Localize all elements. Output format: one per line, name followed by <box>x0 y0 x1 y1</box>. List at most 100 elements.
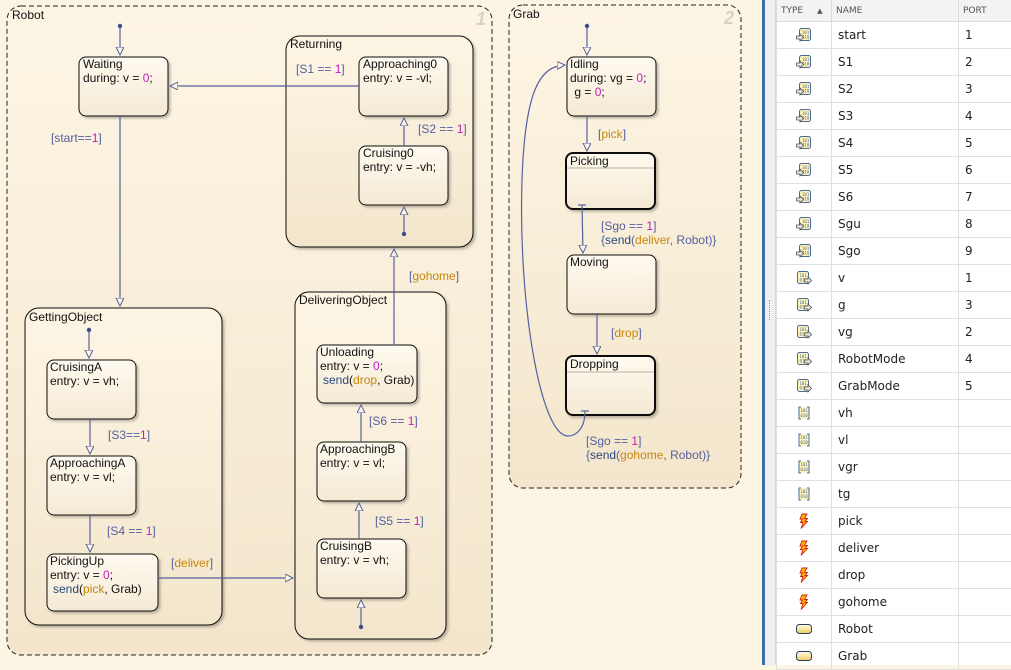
symbol-row[interactable]: gohome <box>777 589 1011 616</box>
symbol-name-cell[interactable]: S1 <box>832 49 959 76</box>
symbol-port-cell[interactable] <box>959 643 1011 670</box>
symbol-row[interactable]: Grab <box>777 643 1011 670</box>
symbol-port-cell[interactable] <box>959 481 1011 508</box>
state-approachingB[interactable]: ApproachingB entry: v = vl; <box>317 442 406 501</box>
symbol-name-cell[interactable]: vg <box>832 319 959 346</box>
symbol-port-cell[interactable]: 4 <box>959 103 1011 130</box>
column-header-port[interactable]: PORT <box>959 0 1011 22</box>
symbol-row[interactable]: drop <box>777 562 1011 589</box>
symbol-port-cell[interactable] <box>959 454 1011 481</box>
state-unloading[interactable]: Unloading entry: v = 0; send(drop, Grab) <box>317 345 417 403</box>
symbol-row[interactable]: deliver <box>777 535 1011 562</box>
symbol-port-cell[interactable] <box>959 589 1011 616</box>
symbol-port-cell[interactable]: 3 <box>959 292 1011 319</box>
symbol-name-cell[interactable]: Robot <box>832 616 959 643</box>
symbol-name-cell[interactable]: pick <box>832 508 959 535</box>
symbol-name-cell[interactable]: start <box>832 22 959 49</box>
symbol-port-cell[interactable] <box>959 427 1011 454</box>
symbol-row[interactable]: pick <box>777 508 1011 535</box>
symbol-port-cell[interactable]: 1 <box>959 22 1011 49</box>
symbol-port-cell[interactable] <box>959 616 1011 643</box>
symbol-name-cell[interactable]: deliver <box>832 535 959 562</box>
state-waiting[interactable]: Waiting during: v = 0; <box>79 57 168 116</box>
symbol-port-cell[interactable]: 7 <box>959 184 1011 211</box>
stateflow-canvas[interactable]: Robot 1 Grab 2 Returning GettingObject D… <box>0 0 762 665</box>
symbol-name-cell[interactable]: S5 <box>832 157 959 184</box>
state-approachingA[interactable]: ApproachingA entry: v = vl; <box>47 456 136 515</box>
column-header-type[interactable]: TYPE▲ <box>777 0 832 22</box>
state-idling[interactable]: Idling during: vg = 0; g = 0; <box>567 57 656 116</box>
symbol-name-cell[interactable]: Grab <box>832 643 959 670</box>
state-picking[interactable]: Picking <box>566 153 655 209</box>
symbol-port-cell[interactable]: 4 <box>959 346 1011 373</box>
state-icon <box>795 649 813 663</box>
symbol-port-cell[interactable] <box>959 508 1011 535</box>
symbol-port-cell[interactable] <box>959 562 1011 589</box>
symbol-name-cell[interactable]: Sgo <box>832 238 959 265</box>
symbol-name-cell[interactable]: S2 <box>832 76 959 103</box>
symbol-name-cell[interactable]: Sgu <box>832 211 959 238</box>
symbol-port-cell[interactable]: 2 <box>959 319 1011 346</box>
default-dot-waiting <box>118 24 122 28</box>
symbol-port-cell[interactable] <box>959 535 1011 562</box>
symbol-port-cell[interactable]: 9 <box>959 238 1011 265</box>
symbol-port-cell[interactable] <box>959 400 1011 427</box>
symbol-port-cell[interactable]: 8 <box>959 211 1011 238</box>
panel-splitter-handle[interactable] <box>765 0 775 665</box>
symbol-name-cell[interactable]: GrabMode <box>832 373 959 400</box>
symbol-row[interactable]: Robot <box>777 616 1011 643</box>
symbol-port-cell[interactable]: 2 <box>959 49 1011 76</box>
state-cruising0[interactable]: Cruising0 entry: v = -vh; <box>359 146 448 205</box>
symbol-port-cell[interactable]: 5 <box>959 130 1011 157</box>
symbol-port-cell[interactable]: 5 <box>959 373 1011 400</box>
symbol-name-cell[interactable]: vgr <box>832 454 959 481</box>
symbol-name-cell[interactable]: tg <box>832 481 959 508</box>
symbol-port-cell[interactable]: 3 <box>959 76 1011 103</box>
symbol-name-cell[interactable]: vl <box>832 427 959 454</box>
symbol-port-cell[interactable]: 6 <box>959 157 1011 184</box>
state-pickingUp[interactable]: PickingUp entry: v = 0; send(pick, Grab) <box>47 554 158 611</box>
symbol-name-cell[interactable]: RobotMode <box>832 346 959 373</box>
symbol-port-cell[interactable]: 1 <box>959 265 1011 292</box>
state-moving[interactable]: Moving <box>567 255 656 314</box>
label-s5: [S5 == 1] <box>375 514 424 528</box>
state-dropping[interactable]: Dropping <box>566 356 655 415</box>
column-header-name[interactable]: NAME <box>832 0 959 22</box>
symbol-name-cell[interactable]: g <box>832 292 959 319</box>
symbol-name-cell[interactable]: vh <box>832 400 959 427</box>
state-cruisingB[interactable]: CruisingB entry: v = vh; <box>317 539 406 598</box>
symbol-name-cell[interactable]: v <box>832 265 959 292</box>
symbol-name-cell[interactable]: S3 <box>832 103 959 130</box>
symbol-name-cell[interactable]: drop <box>832 562 959 589</box>
symbol-name-cell[interactable]: S6 <box>832 184 959 211</box>
symbol-name-cell[interactable]: S4 <box>832 130 959 157</box>
state-approaching0[interactable]: Approaching0 entry: v = -vl; <box>359 57 448 116</box>
state-approaching0-name: Approaching0 <box>363 57 437 71</box>
symbol-name-cell[interactable]: gohome <box>832 589 959 616</box>
svg-text:010: 010 <box>801 494 809 499</box>
state-cruisingA[interactable]: CruisingA entry: v = vh; <box>47 360 136 419</box>
